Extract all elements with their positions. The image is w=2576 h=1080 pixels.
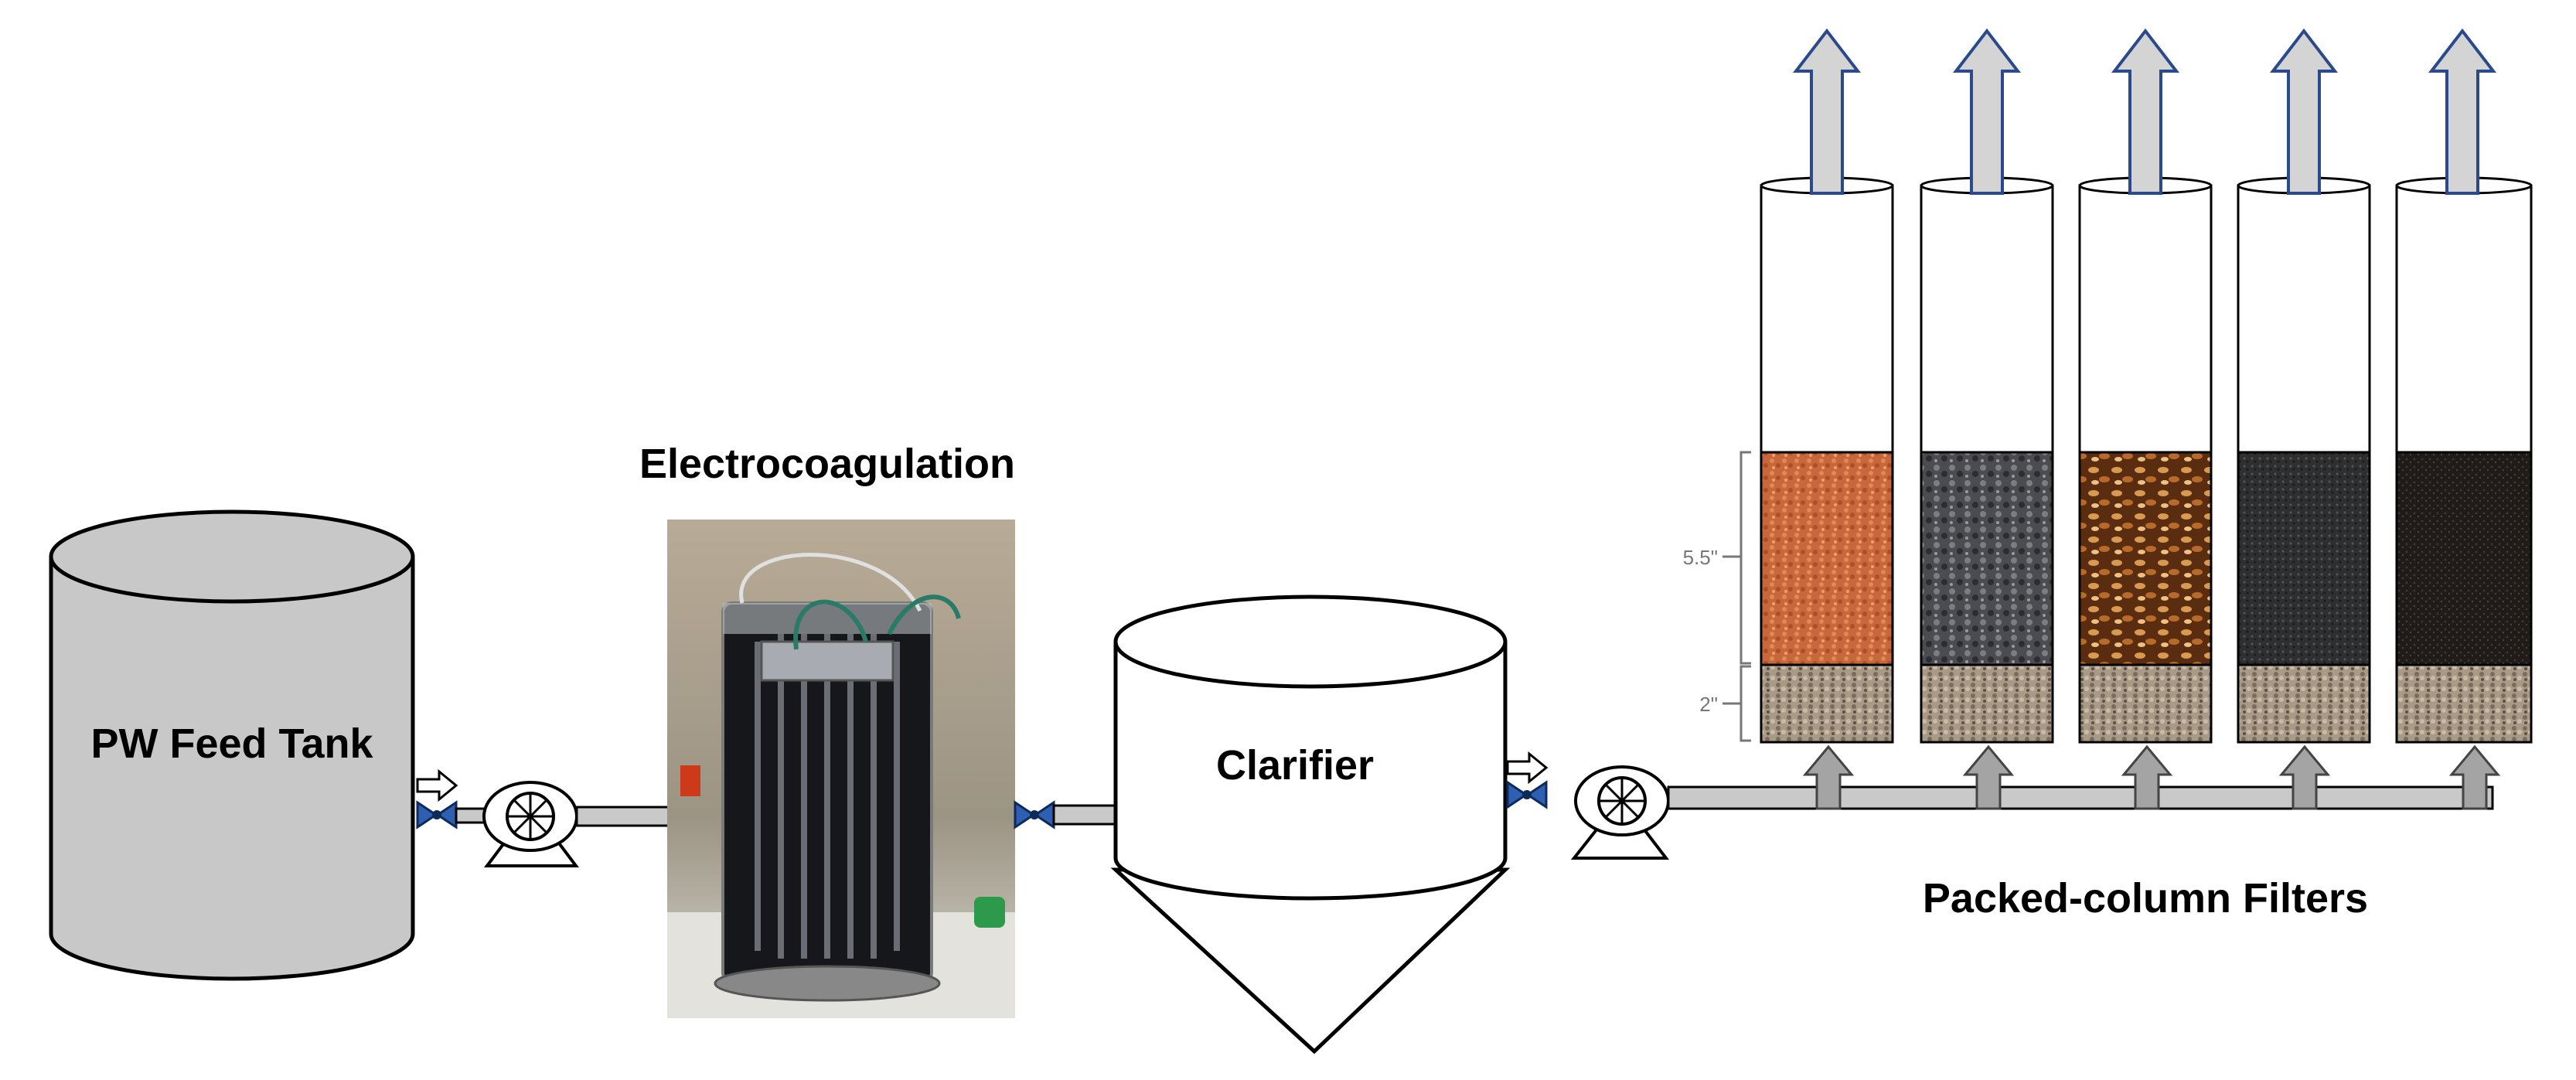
dimension-bracket-media: 5.5" [1683, 451, 1751, 665]
manifold-pipe [1667, 785, 2494, 810]
outlet-arrow-icon [1792, 28, 1862, 195]
filters-label: Packed-column Filters [1923, 875, 2368, 922]
pipe-ec-to-clarifier [1052, 804, 1117, 826]
flow-direction-arrow-icon [416, 768, 458, 802]
electrocoagulation-label: Electrocoagulation [639, 441, 1015, 487]
inlet-arrow-icon [2121, 744, 2173, 810]
inlet-arrow-icon [2448, 744, 2501, 810]
clarifier-label: Clarifier [1216, 742, 1374, 789]
filter-column [1920, 28, 2054, 810]
valve-3[interactable] [1506, 780, 1548, 809]
gravel-height-label: 2" [1699, 693, 1718, 716]
inlet-arrow-icon [2278, 744, 2331, 810]
dimension-bracket-gravel: 2" [1699, 665, 1751, 742]
outlet-arrow-icon [2428, 28, 2497, 195]
packed-column-filters: 5.5" 2" Packed-column Filters [1683, 28, 2533, 922]
flow-direction-arrow-icon [1506, 751, 1549, 785]
electrocoagulation-reactor-photo [667, 520, 1015, 1018]
clarifier: Clarifier [1110, 595, 1511, 1054]
valve-1[interactable] [416, 800, 458, 830]
feed-tank-label: PW Feed Tank [90, 721, 373, 767]
valve-2[interactable] [1014, 800, 1055, 830]
outlet-arrow-icon [1952, 28, 2022, 195]
outlet-arrow-icon [2111, 28, 2180, 195]
filter-column [2078, 28, 2213, 810]
media-height-label: 5.5" [1683, 546, 1718, 569]
pipe-tank-to-pump [455, 807, 489, 824]
filter-column [2237, 28, 2371, 810]
filter-column [2395, 28, 2533, 810]
outlet-arrow-icon [2269, 28, 2339, 195]
inlet-arrow-icon [1962, 744, 2015, 810]
filter-column [1760, 28, 1894, 810]
feed-tank: PW Feed Tank [49, 509, 415, 981]
pump-1[interactable] [482, 781, 579, 867]
inlet-arrow-icon [1802, 744, 1855, 810]
pump-2[interactable] [1570, 765, 1670, 860]
